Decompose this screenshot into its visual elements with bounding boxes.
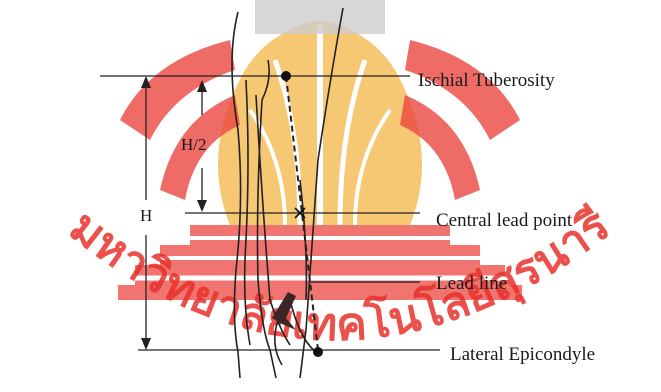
lateral-epicondyle-point — [313, 347, 323, 357]
dimension-half-h-label: H/2 — [181, 135, 207, 154]
watermark-emblem — [118, 0, 530, 300]
label-lead-line: Lead line — [436, 273, 507, 294]
ischial-tuberosity-point — [281, 71, 291, 81]
dimension-h-label: H — [140, 206, 152, 225]
label-central-lead-point: Central lead point — [436, 210, 573, 231]
label-ischial-tuberosity: Ischial Tuberosity — [418, 70, 555, 91]
label-lateral-epicondyle: Lateral Epicondyle — [450, 344, 595, 365]
